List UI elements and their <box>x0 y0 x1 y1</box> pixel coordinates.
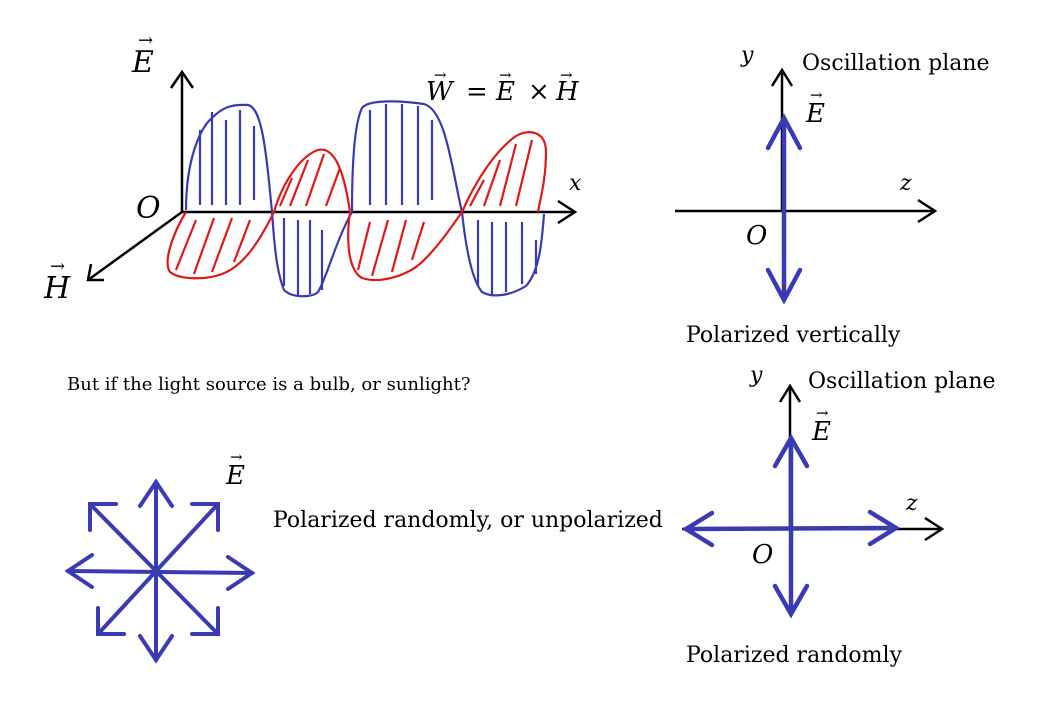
h-wave-lobe-4 <box>460 131 548 213</box>
vertical-caption: Polarized vertically <box>686 323 901 348</box>
h-hatch <box>390 219 408 273</box>
e-axis-vector-arrow: → <box>138 30 153 51</box>
h-axis-label: H <box>43 271 71 306</box>
arrowhead-left <box>64 553 94 589</box>
h-hatch <box>514 139 534 207</box>
h-wave-lobe-1 <box>166 211 275 280</box>
y-axis-label: y <box>740 43 754 68</box>
h-hatch <box>304 153 326 207</box>
h-hatch <box>174 219 198 271</box>
unpolarized-caption: Polarized randomly, or unpolarized <box>273 508 663 533</box>
h-hatch <box>498 143 518 207</box>
z-axis-label: z <box>899 171 912 196</box>
h-hatch <box>370 219 390 277</box>
y-axis-arrowhead <box>778 383 802 403</box>
star-e-label: E <box>225 461 245 491</box>
e-wave-lobe-1 <box>184 103 274 213</box>
arrowhead-down-right <box>190 606 220 636</box>
h-hatch <box>469 179 485 207</box>
e-wave-lobe-2 <box>270 211 353 298</box>
poynting-lhs-arrow: → <box>434 66 447 84</box>
arrowhead-down-left <box>96 606 126 636</box>
e-vector-label: E <box>811 417 831 447</box>
e-vector-arm <box>88 502 220 636</box>
poynting-equation: W → = E → × H → <box>426 66 580 107</box>
origin-label: O <box>746 221 767 251</box>
h-wave-lobe-3 <box>347 211 463 282</box>
h-axis <box>87 210 183 282</box>
h-axis-vector-arrow: → <box>50 256 65 277</box>
poynting-lhs: W <box>426 77 455 107</box>
e-vector-horizontal <box>683 525 899 532</box>
h-axis-arrowhead <box>86 263 104 282</box>
poynting-h-arrow: → <box>560 66 573 84</box>
h-hatch <box>192 217 216 275</box>
y-axis-label: y <box>749 363 763 388</box>
e-vector-label-arrow: → <box>816 404 829 422</box>
e-arrowhead-down <box>772 583 810 619</box>
e-vector-label: E <box>805 99 825 129</box>
random-polarization-panel: y Oscillation plane E → z O Polarized ra… <box>681 363 996 668</box>
e-vector-arrowhead-up <box>765 113 803 151</box>
random-caption: Polarized randomly <box>686 643 903 668</box>
poynting-equals: = <box>466 77 488 107</box>
star-e-label-arrow: → <box>230 448 243 466</box>
e-vector-arrowhead-down <box>765 267 803 305</box>
arrowhead-down <box>138 634 174 664</box>
poynting-e-arrow: → <box>499 66 512 84</box>
arrowhead-up-right <box>190 502 220 532</box>
e-arrowhead-right <box>867 509 901 547</box>
question-text: But if the light source is a bulb, or su… <box>67 374 471 395</box>
wave-diagram: E → H → O x W → = E → × H → <box>43 30 582 306</box>
plane-label: Oscillation plane <box>802 51 990 76</box>
x-axis-arrowhead <box>557 199 578 225</box>
arrowhead-up <box>138 478 174 508</box>
z-axis-label: z <box>905 491 918 516</box>
y-axis-arrowhead <box>770 67 794 87</box>
x-axis-label: x <box>569 171 582 196</box>
unpolarized-star-diagram <box>64 478 256 664</box>
origin-label: O <box>136 191 161 226</box>
e-field-wave <box>184 100 546 298</box>
h-hatch <box>410 221 426 261</box>
origin-label: O <box>752 540 773 570</box>
h-hatch <box>210 217 234 273</box>
h-wave-lobe-2 <box>272 148 352 213</box>
e-axis-arrowhead <box>169 69 195 89</box>
e-vector-label-arrow: → <box>810 86 823 104</box>
h-field-wave <box>166 131 548 282</box>
e-arrowhead-up <box>772 433 810 469</box>
h-hatch <box>278 177 294 207</box>
h-hatch <box>324 167 342 207</box>
plane-label: Oscillation plane <box>808 369 996 394</box>
arrowhead-right <box>226 555 256 591</box>
e-wave-lobe-4 <box>460 211 546 297</box>
h-hatch <box>288 159 310 207</box>
h-hatch <box>356 221 372 271</box>
poynting-times: × <box>528 77 550 107</box>
h-hatch <box>232 219 252 263</box>
e-axis-label: E <box>131 45 154 80</box>
e-vector-arm <box>66 569 254 575</box>
z-axis-arrowhead <box>924 516 945 542</box>
z-axis-arrowhead <box>917 198 938 224</box>
e-arrowhead-left <box>681 510 715 548</box>
vertical-polarization-panel: y Oscillation plane E → z O Polarized ve… <box>675 43 990 348</box>
poynting-e: E <box>495 77 515 107</box>
e-vector-arm <box>96 502 220 636</box>
h-hatch <box>482 159 502 207</box>
e-wave-lobe-3 <box>350 100 464 213</box>
arrowhead-up-left <box>88 502 118 532</box>
poynting-h: H <box>555 77 580 107</box>
